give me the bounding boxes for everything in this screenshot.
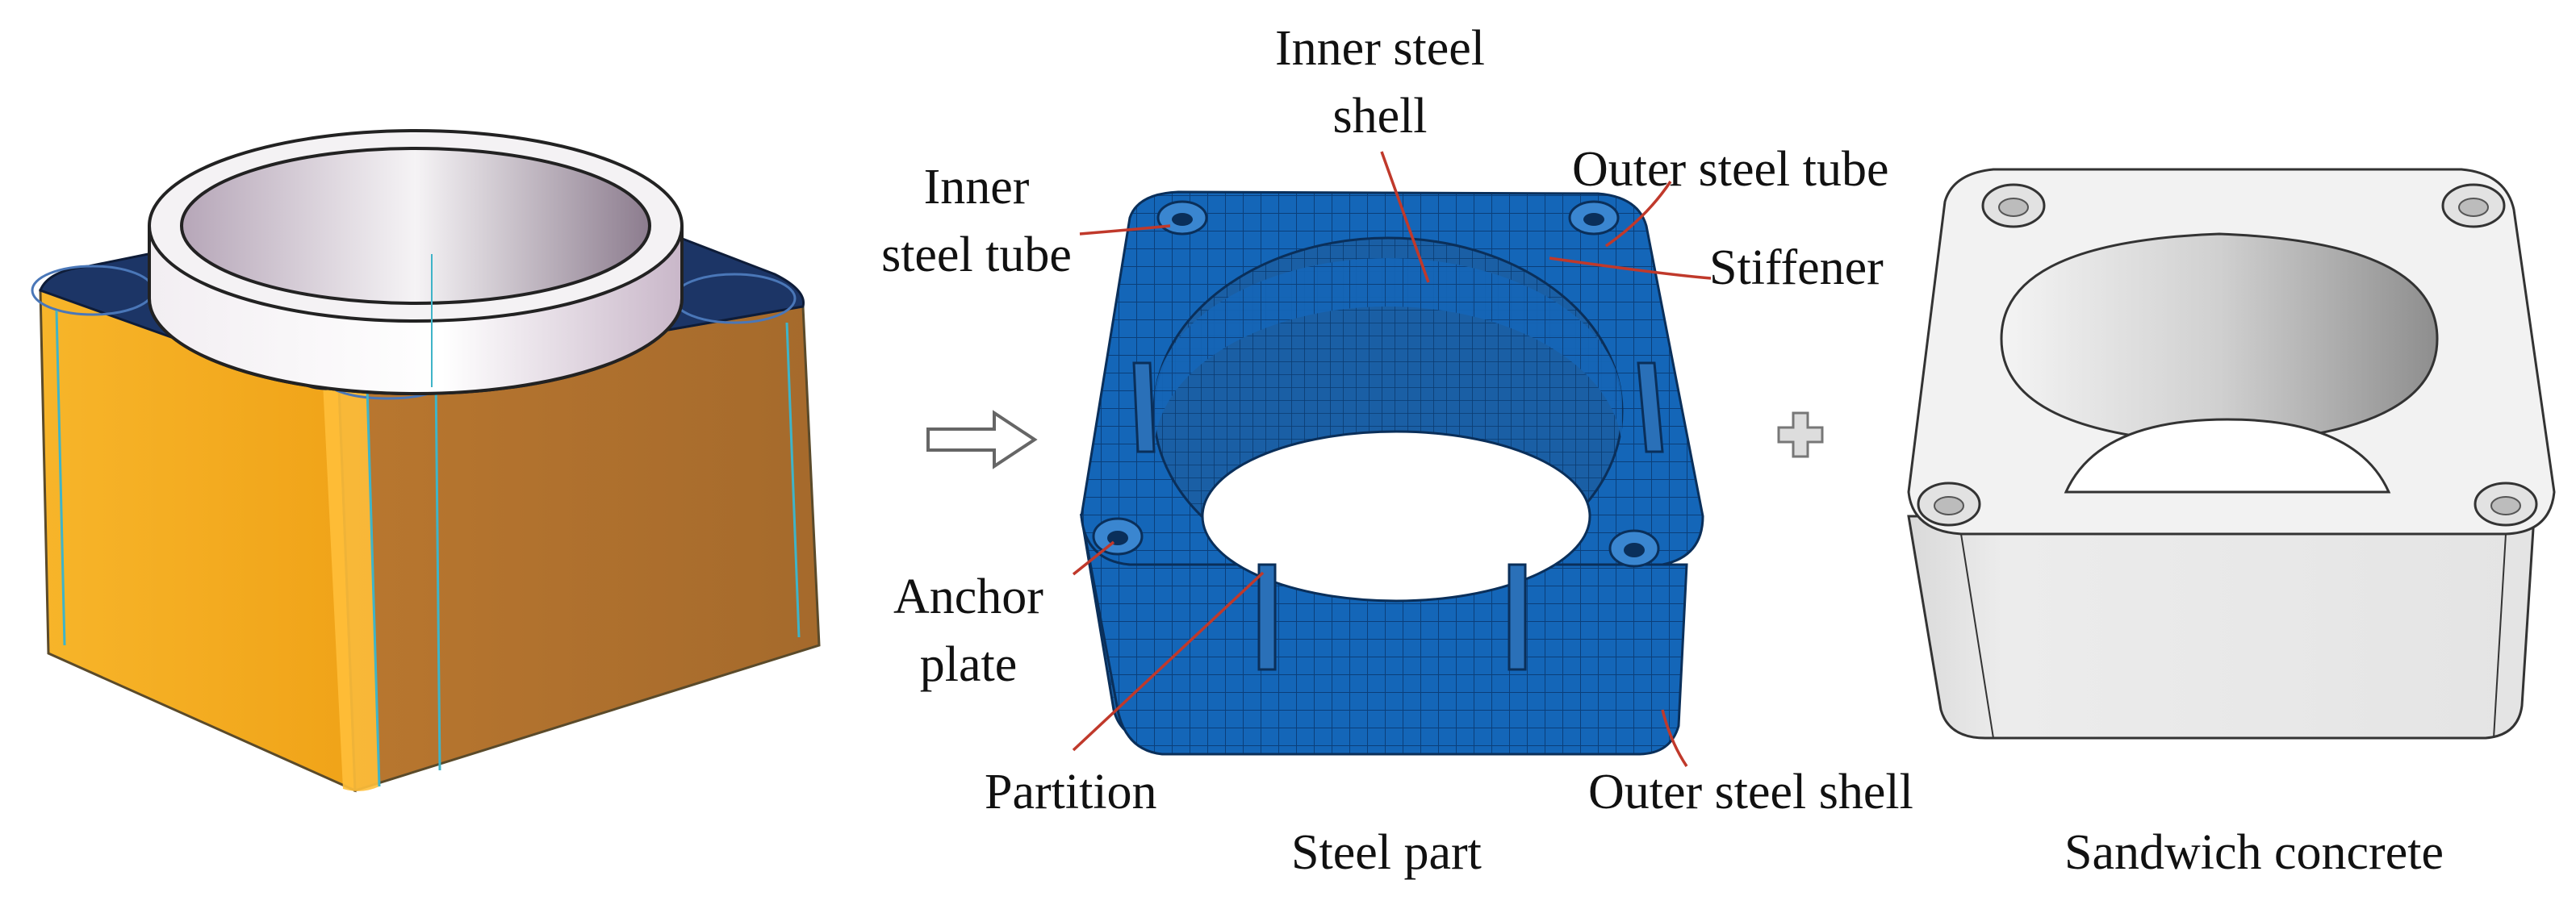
label-partition: Partition — [985, 765, 1157, 820]
label-outer-steel-shell: Outer steel shell — [1588, 765, 1913, 820]
leader-anchor-plate — [1072, 540, 1115, 576]
leader-inner-steel-shell — [1380, 151, 1430, 283]
label-inner-steel-tube-line2: steel tube — [881, 227, 1072, 282]
leader-outer-steel-tube — [1604, 181, 1672, 248]
leader-partition — [1072, 571, 1265, 752]
label-inner-steel-tube: Inner steel tube — [864, 153, 1089, 289]
arrow-right-icon — [926, 410, 1038, 469]
label-inner-steel-shell: Inner steel shell — [1243, 15, 1517, 150]
label-sandwich-concrete: Sandwich concrete — [2064, 825, 2444, 880]
leader-stiffener — [1549, 256, 1712, 280]
leader-inner-steel-tube — [1079, 224, 1171, 236]
label-stiffener: Stiffener — [1709, 240, 1884, 295]
label-steel-part: Steel part — [1291, 825, 1482, 880]
cad-assembly-model — [31, 129, 821, 793]
label-anchor-plate: Anchor plate — [872, 563, 1065, 699]
label-anchor-plate-line2: plate — [919, 637, 1018, 692]
leader-outer-steel-shell — [1661, 709, 1688, 767]
sandwich-concrete-model — [1907, 168, 2556, 740]
label-inner-steel-shell-line2: shell — [1332, 89, 1428, 144]
steel-part-mesh — [1079, 190, 1704, 756]
label-outer-steel-tube: Outer steel tube — [1572, 142, 1889, 197]
label-inner-steel-shell-line1: Inner steel — [1275, 21, 1485, 76]
leader-lines — [1072, 151, 1712, 767]
label-anchor-plate-line1: Anchor — [893, 569, 1043, 624]
plus-icon — [1777, 411, 1824, 458]
label-inner-steel-tube-line1: Inner — [923, 160, 1030, 215]
